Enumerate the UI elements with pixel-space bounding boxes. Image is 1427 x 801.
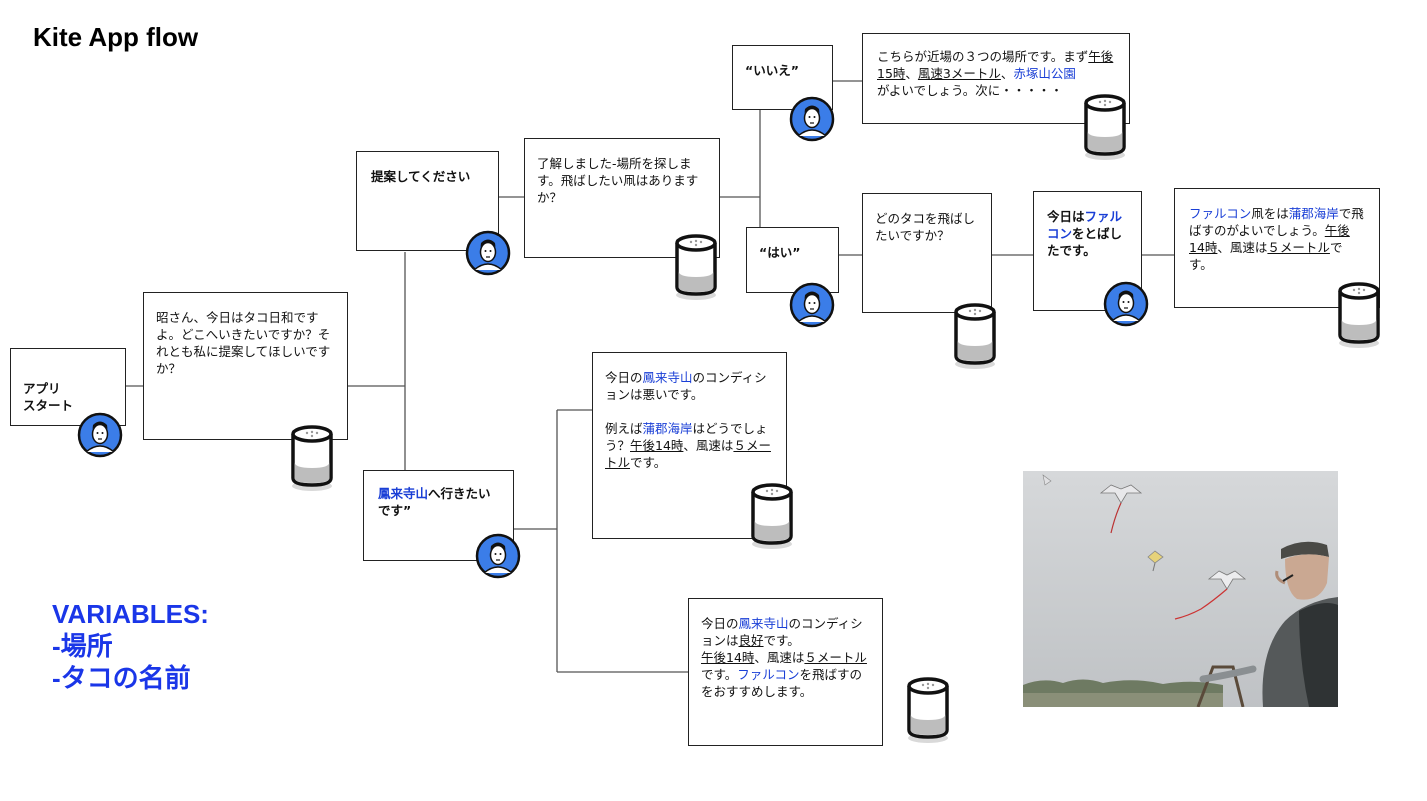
- condition-good: 良好: [738, 633, 764, 648]
- place-var-bad-2: 蒲郡海岸: [642, 421, 693, 436]
- smart-speaker-icon: [1338, 282, 1380, 348]
- smart-speaker-icon: [675, 234, 717, 300]
- falcon-text-1: 今日は: [1047, 209, 1085, 224]
- node-yes: “はい”: [746, 227, 839, 293]
- nearby-sep-2: 、: [1000, 66, 1014, 81]
- node-recommend: ファルコン凧をは蒲郡海岸で飛ばすのがよいでしょう。午後14時、風速は５メートルで…: [1174, 188, 1380, 308]
- place-var-recommend: 蒲郡海岸: [1288, 206, 1339, 221]
- place-var-want-go: 鳳来寺山: [378, 486, 429, 501]
- node-greeting: 昭さん、今日はタコ日和ですよ。どこへいきたいですか？それとも私に提案してほしいで…: [143, 292, 348, 440]
- smart-speaker-icon: [907, 677, 949, 743]
- node-falcon: 今日はファルコンをとばしたです。: [1033, 191, 1142, 311]
- node-suggest-text: 提案してください: [371, 169, 471, 184]
- kite-var-good: ファルコン: [737, 667, 800, 682]
- good-text-3: です。: [763, 633, 800, 648]
- node-app-start: アプリ スタート: [10, 348, 126, 426]
- variables-heading: VARIABLES:: [52, 599, 209, 629]
- node-suggest: 提案してください: [356, 151, 499, 251]
- good-text-4: 、風速は: [754, 650, 805, 665]
- bad-text-1: 今日の: [605, 370, 643, 385]
- wind-var-bad: ５メートル: [605, 438, 771, 470]
- user-avatar-icon: [789, 96, 835, 142]
- node-good-conditions: 今日の鳳来寺山のコンディションは良好です。午後14時、風速は５メートルです。ファ…: [688, 598, 883, 746]
- place-var-nearby: 赤塚山公園: [1013, 66, 1076, 81]
- kite-var-recommend: ファルコン: [1189, 206, 1252, 221]
- bad-text-4: はどうでしょう？: [605, 421, 768, 453]
- variable-item-place: -場所: [52, 631, 113, 661]
- node-greeting-text: 昭さん、今日はタコ日和ですよ。どこへいきたいですか？それとも私に提案してほしいで…: [156, 310, 331, 376]
- place-var-bad: 鳳来寺山: [642, 370, 693, 385]
- time-var-good: 午後14時: [701, 650, 755, 665]
- node-want-go-text: へ行きたいです”: [378, 486, 491, 518]
- recommend-text-3: 、風速は: [1217, 240, 1268, 255]
- good-text-5: です。: [701, 667, 738, 682]
- variables-legend: VARIABLES: -場所 -タコの名前: [52, 598, 209, 694]
- node-yes-text: “はい”: [759, 245, 801, 260]
- user-avatar-icon: [1103, 281, 1149, 327]
- nearby-text-1: こちらが近場の３つの場所です。まず: [877, 49, 1089, 64]
- user-avatar-icon: [465, 230, 511, 276]
- node-which-kite-text: どのタコを飛ばしたいですか？: [875, 211, 976, 243]
- time-var-nearby: 午後15時: [877, 49, 1114, 81]
- good-text-6: を飛ばすのをおすすめします。: [701, 667, 863, 699]
- smart-speaker-icon: [291, 425, 333, 491]
- page-title: Kite App flow: [33, 22, 199, 52]
- bad-text-2: のコンディションは悪いです。: [605, 370, 767, 402]
- wind-var-nearby: 風速3メートル: [917, 66, 1001, 81]
- bad-text-6: です。: [630, 455, 667, 470]
- recommend-text-1: 凧をは: [1251, 206, 1289, 221]
- user-avatar-icon: [475, 533, 521, 579]
- good-text-1: 今日の: [701, 616, 739, 631]
- bad-text-3: 例えば: [605, 421, 643, 436]
- smart-speaker-icon: [954, 303, 996, 369]
- time-var-bad: 午後14時: [630, 438, 684, 453]
- node-which-kite: どのタコを飛ばしたいですか？: [862, 193, 992, 313]
- node-no-text: “いいえ”: [745, 63, 799, 78]
- node-app-start-text: アプリ スタート: [23, 381, 74, 413]
- kite-var-falcon: ファルコン: [1047, 209, 1123, 241]
- node-nearby: こちらが近場の３つの場所です。まず午後15時、風速3メートル、赤塚山公園がよいで…: [862, 33, 1130, 124]
- nearby-sep-1: 、: [905, 66, 918, 81]
- falcon-text-2: をとばしたです。: [1047, 226, 1123, 258]
- good-text-2: のコンディションは: [701, 616, 863, 648]
- recommend-text-2: で飛ばすのがよいでしょう。: [1189, 206, 1364, 238]
- user-avatar-icon: [789, 282, 835, 328]
- place-var-good: 鳳来寺山: [738, 616, 789, 631]
- wind-var-good: ５メートル: [804, 650, 867, 665]
- recommend-text-4: です。: [1189, 240, 1343, 272]
- variable-item-kite-name: -タコの名前: [52, 663, 191, 693]
- node-bad-conditions: 今日の鳳来寺山のコンディションは悪いです。例えば蒲郡海岸はどうでしょう？午後14…: [592, 352, 787, 539]
- wind-var-recommend: ５メートル: [1267, 240, 1330, 255]
- time-var-recommend: 午後14時: [1189, 223, 1350, 255]
- nearby-text-2: がよいでしょう。次に・・・・・: [877, 83, 1063, 98]
- smart-speaker-icon: [751, 483, 793, 549]
- user-avatar-icon: [77, 412, 123, 458]
- smart-speaker-icon: [1084, 94, 1126, 160]
- bad-text-5: 、風速は: [683, 438, 734, 453]
- kite-flyer-photo: [1023, 471, 1338, 707]
- node-searching-text: 了解しました-場所を探します。飛ばしたい凧はありますか？: [537, 156, 699, 205]
